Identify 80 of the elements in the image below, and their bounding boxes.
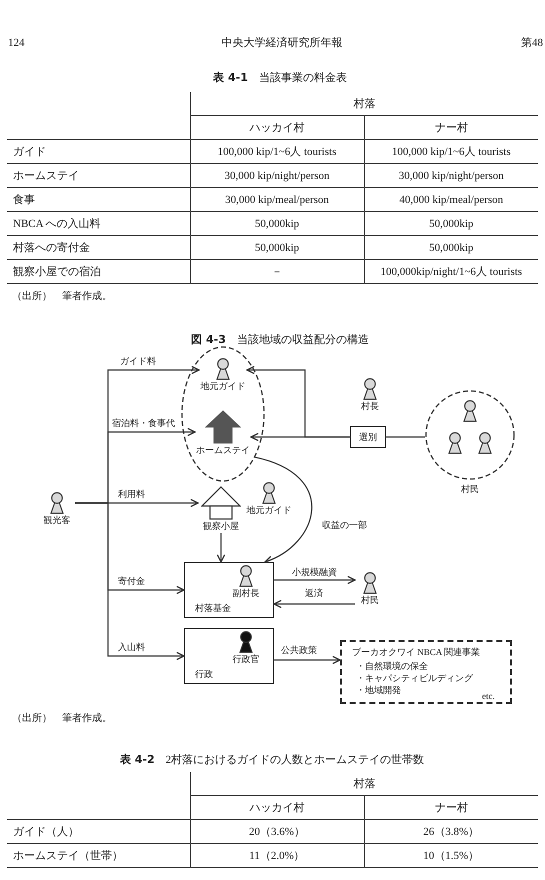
row-header: ガイド（人） bbox=[7, 820, 190, 844]
node-label: ホームステイ bbox=[196, 445, 250, 456]
figure-title: 図 4-3 当該地域の収益配分の構造 bbox=[191, 333, 369, 347]
arrow bbox=[274, 576, 356, 584]
node-label: 副村長 bbox=[232, 588, 260, 599]
row-header: ホームステイ bbox=[7, 164, 190, 188]
table-cell: 10（1.5%） bbox=[364, 844, 538, 868]
edge-label: 入山料 bbox=[118, 642, 145, 653]
table-cell: 30,000 kip/night/person bbox=[364, 164, 538, 188]
person-icon bbox=[477, 432, 493, 454]
header-cell: ハッカイ村 bbox=[190, 116, 364, 140]
edge-label: 利用料 bbox=[118, 489, 145, 500]
arrow bbox=[274, 656, 341, 664]
box-label: 行政 bbox=[195, 669, 213, 680]
edge-label: ガイド料 bbox=[120, 356, 156, 367]
node-label: 観光客 bbox=[44, 515, 70, 526]
edge-label: 収益の一部 bbox=[322, 520, 367, 531]
arrow bbox=[250, 432, 350, 442]
organization-box bbox=[184, 628, 274, 684]
table-cell: 50,000kip bbox=[190, 212, 364, 236]
edge-label: 宿泊料・食事代 bbox=[112, 418, 175, 429]
edge-label: 寄付金 bbox=[118, 576, 145, 587]
node-label: 村長 bbox=[361, 401, 379, 412]
header-cell: ハッカイ村 bbox=[190, 796, 364, 820]
node-label: 行政官 bbox=[232, 654, 260, 665]
node-label: 地元ガイド bbox=[200, 381, 246, 392]
arrow bbox=[216, 533, 226, 563]
node-label: 村民 bbox=[361, 595, 379, 606]
list-item: ・キャパシティビルディング bbox=[356, 673, 473, 684]
node-label: 観察小屋 bbox=[203, 521, 239, 532]
edge-label: 公共政策 bbox=[281, 645, 317, 656]
table-cell: 50,000kip bbox=[190, 236, 364, 260]
table-cell: 100,000 kip/1~6人 tourists bbox=[190, 140, 364, 164]
header-cell: ナー村 bbox=[364, 796, 538, 820]
table-cell: 50,000kip bbox=[364, 236, 538, 260]
list-item: ・地域開発 bbox=[356, 685, 401, 696]
table-cell: － bbox=[190, 260, 364, 284]
person-icon bbox=[462, 400, 478, 422]
connector-line bbox=[386, 436, 425, 438]
source-note: （出所） 筆者作成。 bbox=[12, 290, 112, 304]
table-cell: 30,000 kip/night/person bbox=[190, 164, 364, 188]
table-cell: 11（2.0%） bbox=[190, 844, 364, 868]
dashed-ellipse bbox=[181, 346, 265, 482]
table-title: 表 4-2 2村落におけるガイドの人数とホームステイの世帯数 bbox=[120, 753, 424, 767]
header-cell: 村落 bbox=[190, 92, 538, 116]
list-item: ・自然環境の保全 bbox=[356, 661, 428, 672]
box-label: 村落基金 bbox=[195, 603, 231, 614]
source-note: （出所） 筆者作成。 bbox=[12, 712, 112, 726]
note-text: etc. bbox=[482, 691, 495, 702]
arrow bbox=[273, 600, 355, 608]
table-cell: 50,000kip bbox=[364, 212, 538, 236]
arrow bbox=[254, 456, 312, 564]
row-header: ガイド bbox=[7, 140, 190, 164]
dashed-box bbox=[340, 640, 512, 704]
process-box: 選別 bbox=[350, 426, 386, 448]
page-number: 124 bbox=[8, 36, 24, 50]
row-header: NBCA への入山料 bbox=[7, 212, 190, 236]
header-cell: 村落 bbox=[190, 772, 538, 796]
table-cell: 100,000 kip/1~6人 tourists bbox=[364, 140, 538, 164]
table-cell: 26（3.8%） bbox=[364, 820, 538, 844]
node-label: 村民 bbox=[461, 484, 479, 495]
box-heading: ブーカオクワイ NBCA 関連事業 bbox=[352, 647, 480, 658]
person-icon bbox=[447, 432, 463, 454]
table-cell: 20（3.6%） bbox=[190, 820, 364, 844]
organization-box bbox=[184, 562, 274, 618]
row-header: 観察小屋での宿泊 bbox=[7, 260, 190, 284]
header-cell: ナー村 bbox=[364, 116, 538, 140]
edge-label: 小規模融資 bbox=[292, 567, 337, 578]
arrow bbox=[75, 502, 185, 660]
table-cell: 40,000 kip/meal/person bbox=[364, 188, 538, 212]
row-header: 村落への寄付金 bbox=[7, 236, 190, 260]
row-header: 食事 bbox=[7, 188, 190, 212]
journal-title: 中央大学経済研究所年報 bbox=[222, 36, 342, 50]
table-cell: 30,000 kip/meal/person bbox=[190, 188, 364, 212]
table-cell: 100,000kip/night/1~6人 tourists bbox=[364, 260, 538, 284]
volume-number: 第48 bbox=[521, 36, 543, 50]
table-title: 表 4-1 当該事業の料金表 bbox=[213, 71, 347, 85]
row-header: ホームステイ（世帯） bbox=[7, 844, 190, 868]
edge-label: 返済 bbox=[305, 588, 323, 599]
node-label: 地元ガイド bbox=[246, 505, 292, 516]
